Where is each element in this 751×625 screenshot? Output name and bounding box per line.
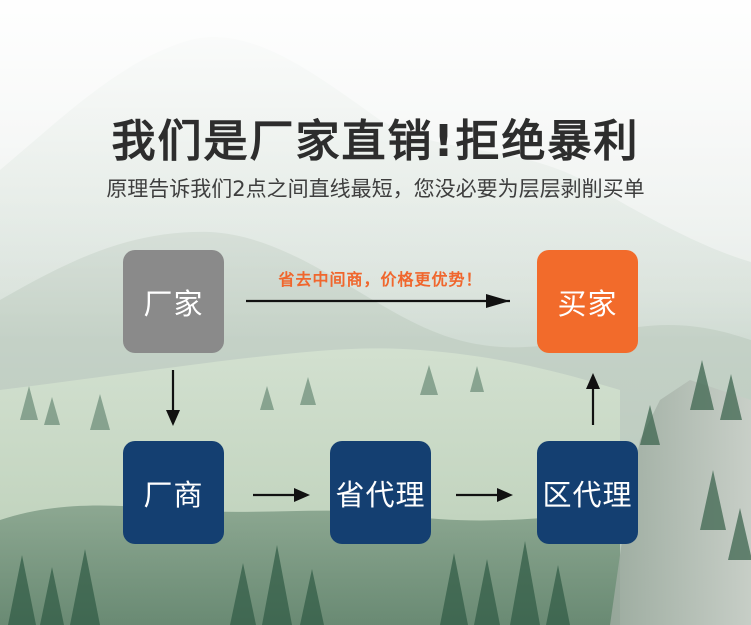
page-title: 我们是厂家直销!拒绝暴利 [111, 116, 640, 167]
province-agent-node: 省代理 [330, 441, 431, 544]
buyer-node: 买家 [537, 250, 638, 353]
vendor-node: 厂商 [123, 441, 224, 544]
buyer-node-label: 买家 [557, 286, 618, 321]
direct-arrow-label: 省去中间商，价格更优势！ [278, 270, 483, 289]
province-agent-node-label: 省代理 [335, 477, 426, 512]
factory-node-label: 厂家 [143, 286, 204, 321]
vendor-node-label: 厂商 [143, 477, 204, 512]
district-agent-node: 区代理 [537, 441, 638, 544]
factory-node: 厂家 [123, 250, 224, 353]
district-agent-node-label: 区代理 [542, 477, 633, 512]
page-subtitle: 原理告诉我们2点之间直线最短，您没必要为层层剥削买单 [106, 177, 645, 201]
